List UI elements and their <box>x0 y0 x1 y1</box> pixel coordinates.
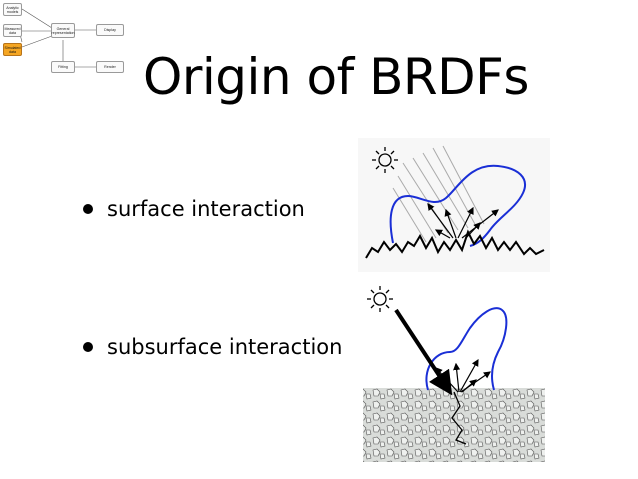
scattering-path <box>451 391 467 445</box>
surface-interaction-figure <box>358 138 550 272</box>
subsurface-interaction-figure <box>358 280 550 464</box>
arrow-simulated-general <box>21 35 53 48</box>
arrow-analytic-general <box>21 8 53 29</box>
rough-surface <box>365 229 545 259</box>
bullet-surface: surface interaction <box>83 197 305 221</box>
node-general-representation: General representation <box>51 23 75 38</box>
node-render: Render <box>96 61 124 73</box>
bullet-dot <box>83 342 93 352</box>
bullet-dot <box>83 204 93 214</box>
bullet-text: surface interaction <box>107 197 305 221</box>
sun-icon <box>372 147 398 173</box>
exiting-arrows <box>435 358 491 393</box>
bullet-text: subsurface interaction <box>107 335 343 359</box>
bullet-subsurface: subsurface interaction <box>83 335 342 359</box>
sun-icon <box>367 286 393 312</box>
subsurface-lobe <box>425 307 508 391</box>
reflection-lobe <box>389 164 526 247</box>
flowchart-arrows <box>19 8 96 68</box>
incident-beam <box>394 308 453 396</box>
node-measured-data: Measured data <box>3 24 22 37</box>
node-simulated-data: Simulated data <box>3 43 22 56</box>
node-display: Display <box>96 24 124 36</box>
slide-title: Origin of BRDFs <box>143 48 529 106</box>
scattering-material <box>363 388 545 462</box>
pipeline-flowchart: Analytic models Measured data Simulated … <box>0 0 130 80</box>
node-analytic-models: Analytic models <box>3 3 22 16</box>
node-fitting: Fitting <box>51 61 75 73</box>
reflected-arrows <box>427 203 499 239</box>
